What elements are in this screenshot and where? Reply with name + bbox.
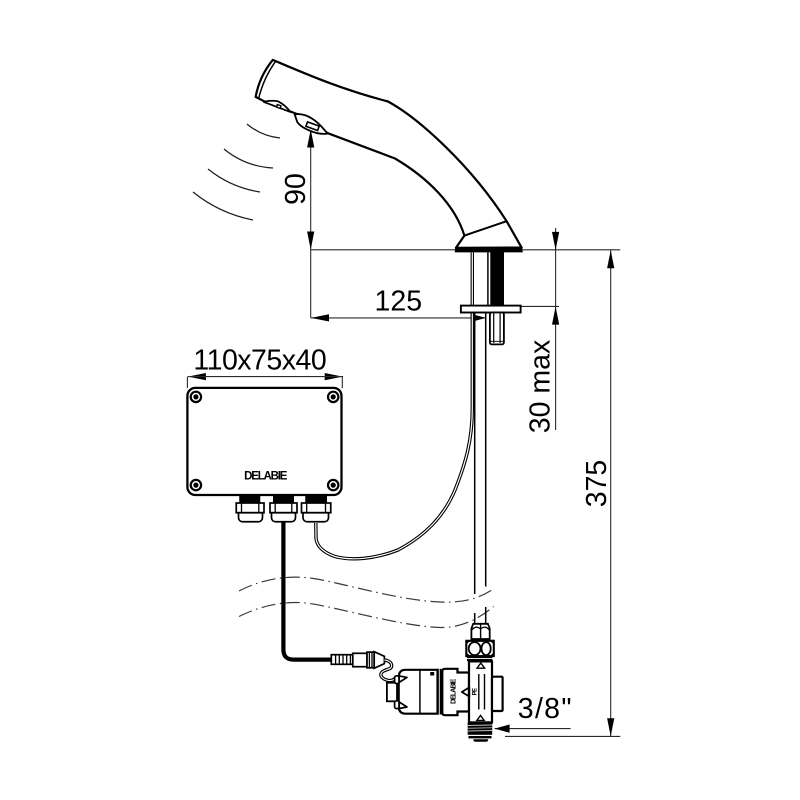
svg-text:125: 125	[375, 285, 423, 317]
svg-text:110x75x40: 110x75x40	[193, 345, 326, 377]
svg-text:30 max: 30 max	[525, 340, 557, 433]
svg-text:375: 375	[581, 460, 613, 508]
svg-text:DELABIE: DELABIE	[450, 678, 457, 704]
svg-text:DELABIE: DELABIE	[244, 470, 288, 482]
svg-text:90: 90	[280, 173, 312, 205]
svg-text:3/8": 3/8"	[518, 693, 573, 725]
svg-text:PE: PE	[473, 688, 479, 695]
